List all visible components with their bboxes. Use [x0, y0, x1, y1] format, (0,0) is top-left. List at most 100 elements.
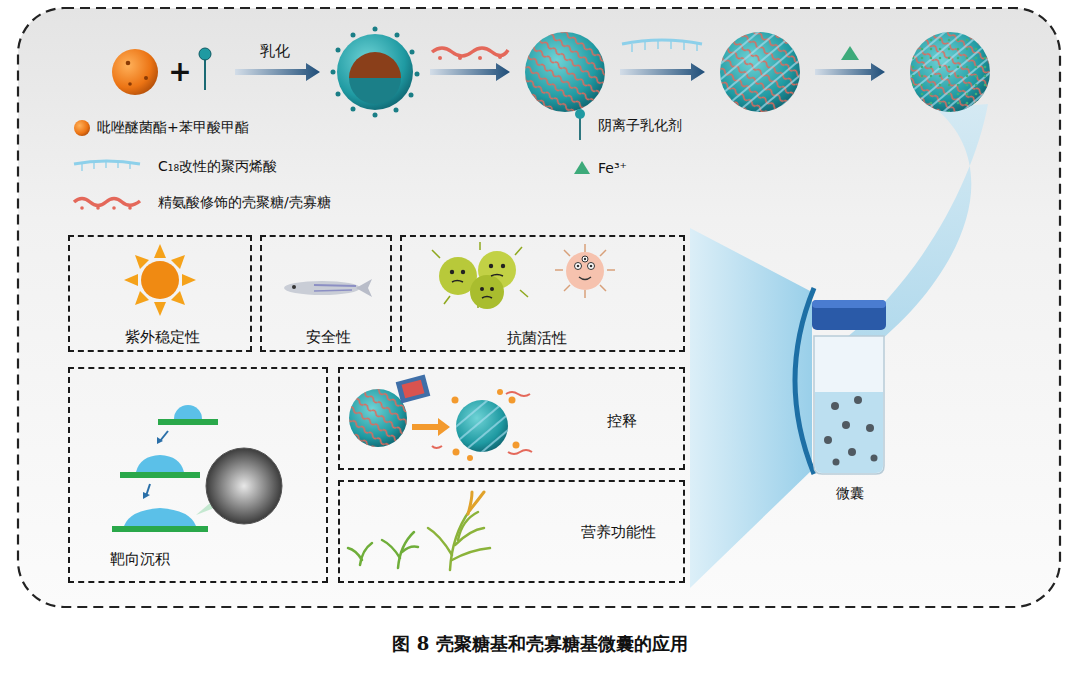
art-circle [831, 402, 839, 410]
art-path [428, 528, 452, 555]
art-circle [498, 55, 502, 59]
art-circle [206, 448, 282, 524]
art-circle [409, 93, 414, 98]
art-circle [112, 49, 158, 95]
art-line [607, 269, 615, 271]
box-label: 安全性 [306, 328, 351, 347]
art-path [795, 288, 814, 474]
art-circle [80, 206, 84, 210]
legend-samples [74, 109, 590, 210]
art-circle [501, 264, 505, 268]
art-circle [456, 400, 508, 452]
art-g [432, 392, 532, 454]
art-polygon [574, 161, 590, 174]
release-icon [349, 374, 532, 461]
plant-icon [348, 492, 490, 570]
art-circle [848, 448, 856, 456]
art-circle [910, 32, 990, 112]
art-circle [590, 265, 593, 268]
art-circle [910, 32, 990, 112]
art-path [452, 281, 463, 283]
art-circle [394, 108, 399, 113]
art-circle [199, 48, 211, 60]
art-path [482, 297, 492, 299]
legend-text: Fe³⁺ [598, 160, 627, 176]
dashed-box: 靶向沉积 [68, 367, 328, 583]
art-circle [336, 48, 341, 53]
art-circle [351, 107, 356, 112]
art-circle [509, 397, 516, 404]
art-polygon [620, 63, 705, 81]
art-circle [141, 261, 179, 299]
art-circle [720, 32, 800, 112]
art-path [360, 543, 372, 565]
art-g [555, 244, 615, 298]
art-rect [158, 419, 218, 425]
art-circle [566, 252, 604, 290]
art-circle [575, 109, 585, 119]
art-path [432, 48, 508, 56]
art-path [432, 446, 442, 448]
art-line [670, 41, 671, 49]
art-circle [128, 206, 132, 210]
art-circle [452, 397, 459, 404]
art-line [105, 161, 106, 168]
art-g [632, 41, 697, 52]
text-label: + [168, 55, 191, 88]
art-path [458, 512, 478, 540]
art-g [452, 389, 520, 461]
art-line [584, 244, 586, 252]
art-path [349, 78, 401, 104]
figure-caption: 图 8 壳聚糖基和壳寡糖基微囊的应用 [0, 632, 1080, 656]
art-polygon [124, 274, 138, 286]
art-line [515, 247, 522, 255]
art-g [80, 206, 132, 210]
art-rect [120, 472, 200, 478]
art-g [438, 55, 502, 60]
art-line [564, 285, 570, 291]
art-line [432, 250, 440, 258]
art-g [468, 492, 484, 514]
art-circle [292, 285, 296, 289]
art-path [349, 52, 401, 78]
art-circle [470, 275, 504, 309]
art-circle [74, 120, 90, 136]
art-circle [415, 72, 420, 77]
bacteria-icon [432, 242, 615, 309]
art-polygon [815, 63, 885, 81]
art-path [160, 431, 168, 441]
art-path [468, 492, 472, 514]
art-polygon [154, 302, 166, 316]
art-g [82, 161, 130, 171]
art-line [631, 44, 632, 52]
deposition-icon [112, 405, 282, 532]
text-label: 微囊 [836, 485, 864, 503]
art-line [600, 250, 606, 256]
art-path [622, 40, 702, 44]
art-path [348, 548, 362, 560]
legend-text: 吡唑醚菌酯+苯甲酸甲酯 [97, 119, 249, 137]
art-circle [336, 92, 341, 97]
panel [18, 8, 1060, 607]
art-polygon [154, 244, 166, 258]
art-circle [489, 264, 493, 268]
legend-text: 阴离子乳化剂 [598, 117, 682, 135]
art-circle [525, 32, 605, 112]
art-line [683, 42, 684, 50]
art-circle [720, 32, 800, 112]
art-polygon [841, 46, 859, 60]
art-circle [206, 448, 282, 524]
art-circle [910, 32, 990, 112]
art-circle [144, 76, 148, 80]
art-line [644, 42, 645, 50]
art-line [479, 242, 481, 250]
art-circle [582, 256, 588, 262]
art-circle [842, 421, 850, 429]
art-circle [584, 258, 586, 260]
art-g [824, 396, 878, 466]
process-row [112, 27, 990, 118]
art-polygon [235, 63, 320, 81]
art-polygon [430, 63, 510, 81]
vial-icon [812, 300, 886, 474]
art-circle [854, 396, 862, 404]
